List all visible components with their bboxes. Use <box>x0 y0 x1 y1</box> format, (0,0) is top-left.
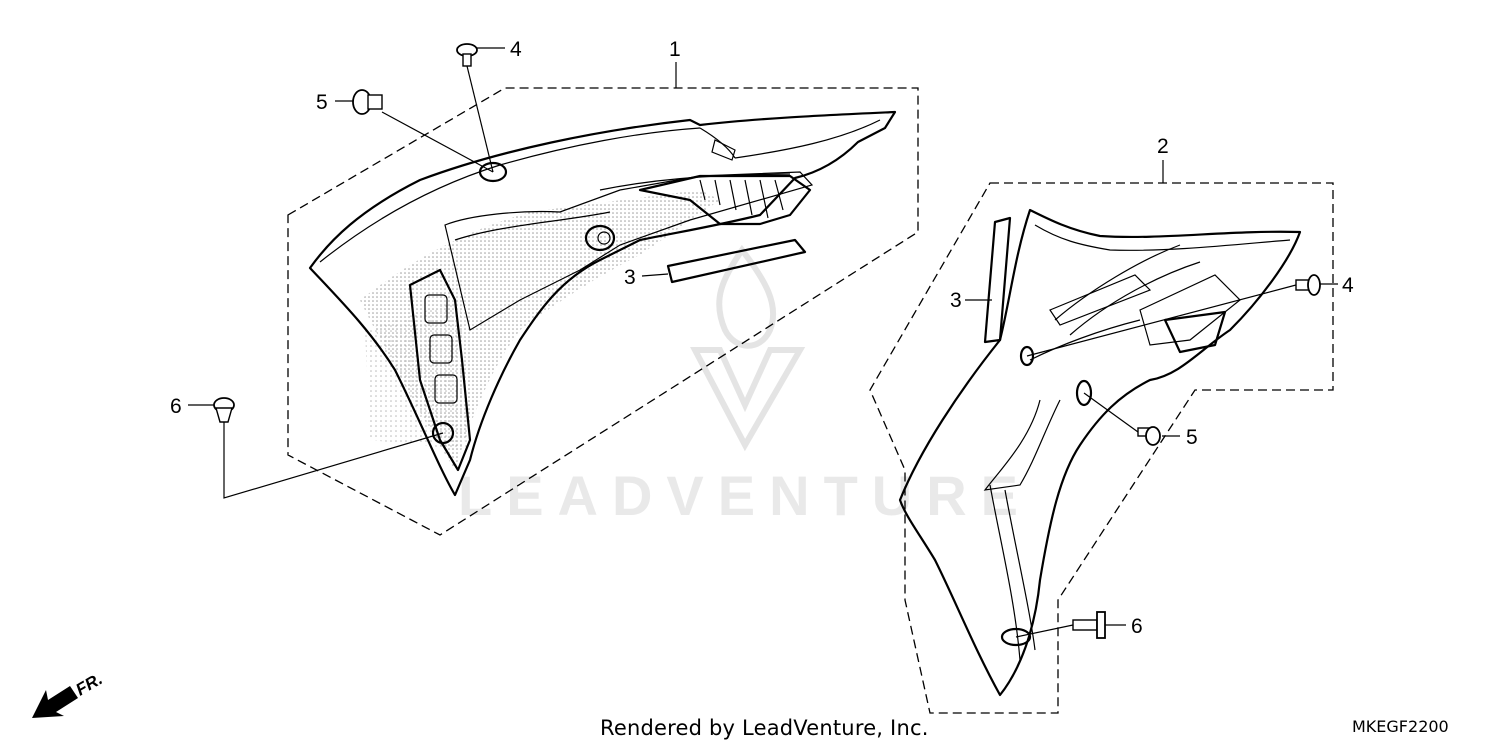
rendered-by-credit: Rendered by LeadVenture, Inc. <box>600 716 929 740</box>
watermark-logo-icon <box>690 244 806 452</box>
callout-stripe-left: 3 <box>624 266 636 289</box>
front-arrow-icon <box>32 686 78 718</box>
diagram-code: MKEGF2200 <box>1352 717 1449 736</box>
callout-bolt-top-left: 4 <box>510 38 522 61</box>
callout-bolt-bottom-left: 6 <box>170 395 182 418</box>
bolt-4-right <box>1295 274 1321 296</box>
callout-shroud-right: 2 <box>1157 135 1169 158</box>
callout-stripe-right: 3 <box>950 289 962 312</box>
bolt-5-right <box>1137 426 1161 446</box>
front-direction-indicator: FR. <box>32 669 106 718</box>
callouts: 1 2 3 3 4 4 5 5 6 6 <box>170 38 1354 638</box>
bolt-5-left <box>352 89 383 115</box>
callout-bolt-right: 4 <box>1342 274 1354 297</box>
watermark: LEADVENTURE <box>458 244 1032 527</box>
watermark-text: LEADVENTURE <box>458 464 1032 527</box>
callout-bolt-bottom-right: 6 <box>1131 615 1143 638</box>
bolt-6-bottom-left <box>213 397 235 423</box>
right-radiator-shroud <box>869 182 1334 714</box>
callout-bolt-right-mid: 5 <box>1186 426 1198 449</box>
front-label: FR. <box>73 669 106 699</box>
callout-bolt-left: 5 <box>316 91 328 114</box>
bolt-6-bottom-right <box>1072 611 1106 639</box>
left-radiator-shroud <box>287 87 919 536</box>
bolt-4-top-left <box>456 43 478 67</box>
callout-shroud-left: 1 <box>669 38 681 61</box>
leader-lines <box>188 47 1338 638</box>
